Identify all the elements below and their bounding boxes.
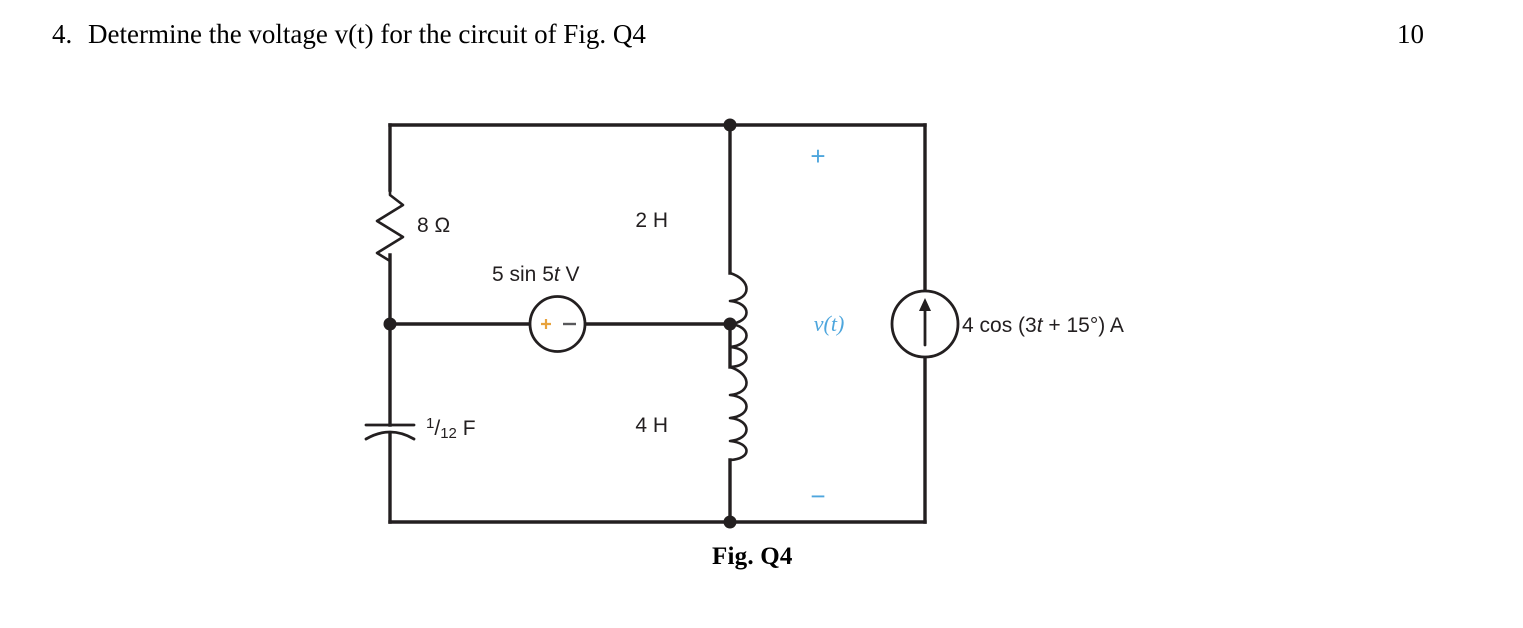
- capacitor-plate-bottom: [364, 430, 416, 441]
- output-voltage-label: v(t): [814, 311, 845, 336]
- node-dot-left: [383, 317, 397, 331]
- inductor-4h-label: 4 H: [635, 414, 668, 437]
- node-dot-bottom-middle: [723, 515, 737, 529]
- question-header: 4. Determine the voltage v(t) for the ci…: [0, 14, 1523, 58]
- inductor-4h: 4 H: [635, 365, 748, 462]
- resistor-zigzag: [375, 188, 405, 263]
- voltage-source-label: 5 sin 5t V: [492, 263, 580, 286]
- node-dot-center: [723, 317, 737, 331]
- capacitor-label: 1/12 F: [426, 415, 476, 442]
- inductor-2h-label: 2 H: [635, 209, 668, 232]
- capacitor-1-12-f: 1/12 F: [364, 415, 476, 442]
- question-text: Determine the voltage v(t) for the circu…: [88, 19, 646, 49]
- voltage-source-plus-icon: [541, 319, 551, 329]
- voltage-source-circle: [528, 295, 587, 353]
- figure-caption: Fig. Q4: [712, 543, 793, 570]
- question-number: 4.: [52, 19, 73, 49]
- question-marks: 10: [1397, 19, 1424, 49]
- polarity-plus-label: +: [810, 141, 825, 171]
- node-dot-top-middle: [723, 118, 737, 132]
- current-source-label: 4 cos (3t + 15°) A: [962, 314, 1124, 337]
- current-source-arrow-head: [919, 298, 931, 311]
- resistor-label: 8 Ω: [417, 214, 450, 237]
- inductor-4h-coil: [728, 365, 748, 462]
- voltage-source: 5 sin 5t V: [492, 263, 587, 353]
- circuit-diagram: 8 Ω 1/12 F 5 sin 5t V 2 H: [364, 118, 1124, 529]
- resistor-8-ohm: 8 Ω: [375, 188, 450, 263]
- current-source: 4 cos (3t + 15°) A: [890, 289, 1124, 359]
- figure-q4: 8 Ω 1/12 F 5 sin 5t V 2 H: [0, 95, 1523, 595]
- polarity-minus-label: −: [810, 481, 825, 511]
